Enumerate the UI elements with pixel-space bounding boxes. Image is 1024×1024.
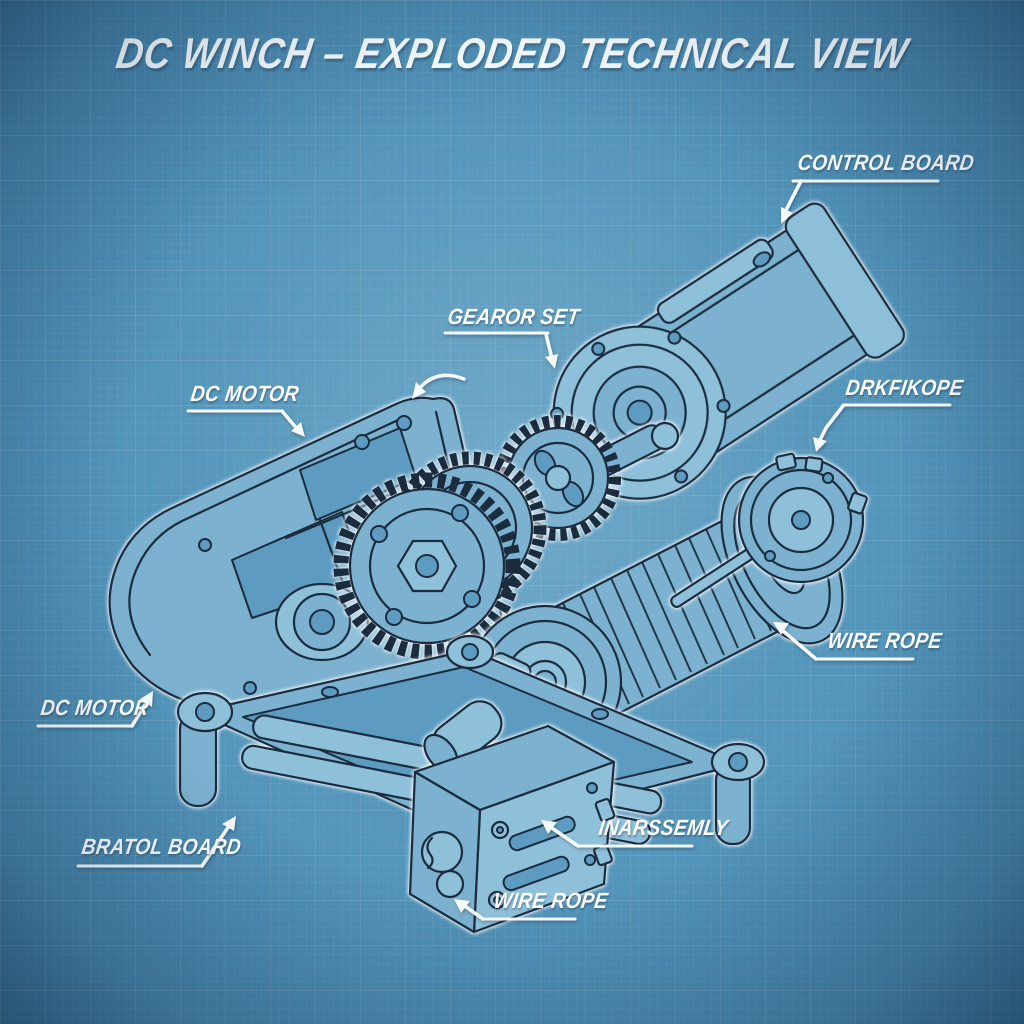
label-dc-motor-bottom: DC MOTOR bbox=[39, 695, 151, 720]
label-bratol-board: BRATOL BOARD bbox=[80, 834, 243, 859]
label-inarssemly: INARSSEMLY bbox=[597, 815, 730, 840]
end-cap-drawing bbox=[670, 452, 868, 608]
label-drkfikope: DRKFIKOPE bbox=[844, 375, 965, 400]
label-gearor-set: GEAROR SET bbox=[446, 304, 582, 329]
leader-lines bbox=[36, 179, 952, 921]
label-wire-rope-bottom: WIRE ROPE bbox=[492, 888, 610, 913]
control-box-drawing bbox=[408, 700, 616, 934]
main-gear-drawing bbox=[333, 451, 547, 660]
label-control-board: CONTROL BOARD bbox=[796, 150, 976, 175]
curved-arrow bbox=[416, 373, 466, 392]
diagram-title: DC WINCH – EXPLODED TECHNICAL VIEW bbox=[112, 30, 912, 78]
label-wire-rope-right: WIRE ROPE bbox=[826, 628, 944, 653]
label-dc-motor-top: DC MOTOR bbox=[189, 381, 301, 406]
